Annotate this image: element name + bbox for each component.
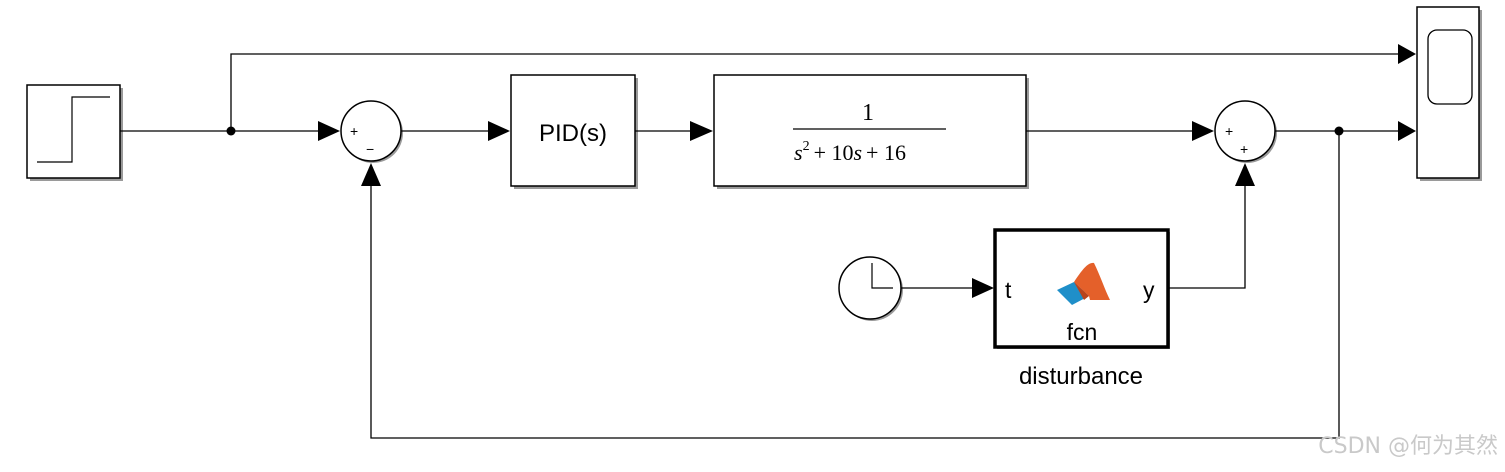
scope-screen-icon	[1427, 29, 1473, 105]
branch-point-output	[1334, 126, 1344, 136]
scope-block[interactable]	[1416, 6, 1482, 181]
arrowhead-sum2-input	[1192, 121, 1214, 141]
signal-wires	[120, 44, 1416, 439]
clock-hands-icon	[871, 263, 893, 289]
arrowhead-sum2-disturbance	[1235, 163, 1255, 186]
pid-label: PID(s)	[539, 120, 607, 147]
sum1-plus-sign: +	[350, 123, 358, 139]
sum-block-disturbance[interactable]: + +	[1214, 100, 1277, 163]
sum1-minus-sign: −	[366, 141, 374, 157]
arrowhead-pid-input	[488, 121, 510, 141]
sum-block-error[interactable]: + −	[340, 100, 403, 163]
pid-block[interactable]: PID(s)	[510, 74, 638, 189]
arrowhead-plant-input	[690, 121, 713, 141]
branch-point-reference	[226, 126, 236, 136]
matlab-function-block[interactable]: t y fcn	[993, 228, 1170, 349]
csdn-watermark: CSDN @何为其然	[1318, 434, 1498, 459]
fcn-output-port-label: y	[1143, 277, 1155, 303]
arrowhead-sum1-feedback	[361, 163, 381, 186]
fcn-name-label: fcn	[1067, 319, 1098, 345]
sum2-plus-sign-2: +	[1240, 141, 1248, 157]
matlab-logo-icon	[1057, 262, 1110, 305]
disturbance-caption: disturbance	[1019, 363, 1143, 390]
arrowhead-scope-input-1	[1398, 44, 1416, 64]
wire-feedback	[370, 131, 1340, 439]
arrowhead-fcn-input	[972, 278, 994, 298]
tf-numerator: 1	[862, 100, 874, 126]
fcn-input-port-label: t	[1005, 277, 1012, 303]
arrowhead-scope-input-2	[1398, 121, 1416, 141]
transfer-function-block[interactable]: 1 s2+ 10s+ 16	[713, 74, 1029, 189]
wire-fcn-to-sum2	[1168, 186, 1246, 289]
sum2-plus-sign-1: +	[1225, 123, 1233, 139]
clock-block[interactable]	[838, 256, 903, 321]
step-block[interactable]	[26, 84, 123, 181]
tf-denominator: s2+ 10s+ 16	[794, 139, 906, 165]
wire-reference-to-scope	[230, 53, 1398, 131]
arrowhead-sum1-input	[318, 121, 340, 141]
step-icon	[37, 96, 110, 163]
